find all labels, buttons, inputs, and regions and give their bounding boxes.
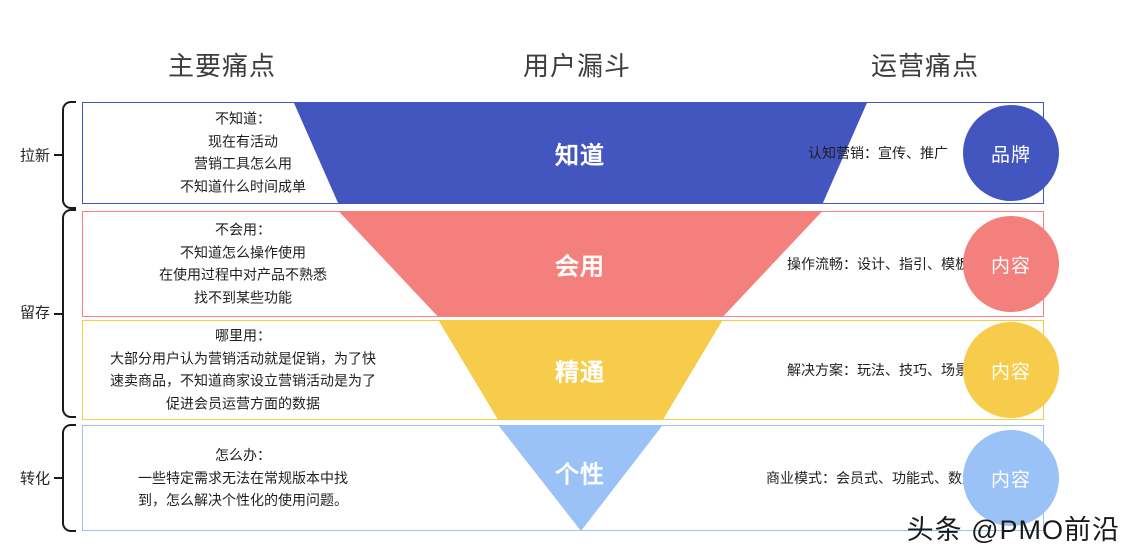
funnel-label-proficient: 精通 xyxy=(555,359,605,387)
row-clip-2: 哪里用： 大部分用户认为营销活动就是促销，为了快 速卖商品，不知道商家设立营销活… xyxy=(83,321,1043,419)
pain-text-personalized: 怎么办： 一些特定需求无法在常规版本中找 到，怎么解决个性化的使用问题。 xyxy=(93,444,393,512)
watermark: 头条 @PMO前沿 xyxy=(906,515,1120,545)
pain-title-2: 哪里用： xyxy=(215,327,271,344)
pain-line-2-0: 大部分用户认为营销活动就是促销，为了快 xyxy=(110,350,376,367)
row-clip-3: 怎么办： 一些特定需求无法在常规版本中找 到，怎么解决个性化的使用问题。 个性 … xyxy=(83,426,1043,530)
ops-text-proficient: 解决方案：玩法、技巧、场景 xyxy=(787,362,969,378)
pain-line-2-2: 促进会员运营方面的数据 xyxy=(166,395,320,412)
outcome-circle-content-3[interactable]: 内容 xyxy=(963,430,1059,526)
column-header-operations: 运营痛点 xyxy=(870,51,980,81)
funnel-segment-proficient xyxy=(83,321,1043,419)
brace-acquisition xyxy=(62,101,76,209)
pain-line-0-0: 现在有活动 xyxy=(208,133,278,150)
stage-group-label-retention: 留存 xyxy=(20,304,51,322)
funnel-row-proficient[interactable]: 哪里用： 大部分用户认为营销活动就是促销，为了快 速卖商品，不知道商家设立营销活… xyxy=(82,320,1059,420)
brace-retention xyxy=(62,209,76,418)
row-clip-1: 不会用： 不知道怎么操作使用 在使用过程中对产品不熟悉 找不到某些功能 会用 操… xyxy=(83,212,1043,316)
stage-group-label-conversion: 转化 xyxy=(20,470,51,488)
outcome-circle-label-0: 品牌 xyxy=(990,144,1031,166)
stage-group-label-acquisition: 拉新 xyxy=(20,147,51,165)
brace-conversion xyxy=(62,424,76,532)
column-header-user-funnel: 用户漏斗 xyxy=(522,51,632,81)
outcome-circle-content-1[interactable]: 内容 xyxy=(963,216,1059,312)
funnel-row-usable[interactable]: 不会用： 不知道怎么操作使用 在使用过程中对产品不熟悉 找不到某些功能 会用 操… xyxy=(82,211,1059,317)
pain-title-1: 不会用： xyxy=(215,221,271,238)
outcome-circle-label-3: 内容 xyxy=(990,469,1031,491)
column-header-pain-points: 主要痛点 xyxy=(167,51,277,81)
outcome-circle-label-2: 内容 xyxy=(990,361,1031,383)
funnel-segment-personalized xyxy=(83,426,1043,530)
pain-title-3: 怎么办： xyxy=(215,446,271,463)
funnel-label-usable: 会用 xyxy=(555,253,605,281)
funnel-row-aware[interactable]: 不知道： 现在有活动 营销工具怎么用 不知道什么时间成单 知道 认知营销：宣传、… xyxy=(82,102,1059,204)
pain-line-2-1: 速卖商品，不知道商家设立营销活动是为了 xyxy=(110,373,376,389)
funnel-segment-aware xyxy=(83,103,1043,203)
funnel-label-personalized: 个性 xyxy=(555,461,605,489)
pain-line-1-0: 不知道怎么操作使用 xyxy=(180,244,306,261)
ops-text-usable: 操作流畅：设计、指引、模板 xyxy=(787,256,969,272)
pain-text-proficient: 哪里用： 大部分用户认为营销活动就是促销，为了快 速卖商品，不知道商家设立营销活… xyxy=(93,325,393,416)
pain-text-usable: 不会用： 不知道怎么操作使用 在使用过程中对产品不熟悉 找不到某些功能 xyxy=(93,219,393,310)
row-clip-0: 不知道： 现在有活动 营销工具怎么用 不知道什么时间成单 知道 认知营销：宣传、… xyxy=(83,103,1043,203)
funnel-label-aware: 知道 xyxy=(555,142,605,170)
funnel-segment-usable xyxy=(83,212,1043,316)
ops-text-aware: 认知营销：宣传、推广 xyxy=(808,145,948,161)
outcome-circle-label-1: 内容 xyxy=(990,255,1031,277)
pain-line-3-0: 一些特定需求无法在常规版本中找 xyxy=(138,469,348,486)
pain-line-1-2: 找不到某些功能 xyxy=(194,289,292,306)
pain-line-1-1: 在使用过程中对产品不熟悉 xyxy=(159,267,327,283)
pain-line-3-1: 到，怎么解决个性化的使用问题。 xyxy=(138,492,348,509)
pain-line-0-1: 营销工具怎么用 xyxy=(194,156,292,172)
ops-text-personalized: 商业模式：会员式、功能式、数量式 xyxy=(766,470,990,486)
pain-line-0-2: 不知道什么时间成单 xyxy=(180,178,306,195)
pain-title-0: 不知道： xyxy=(215,110,271,127)
funnel-row-personalized[interactable]: 怎么办： 一些特定需求无法在常规版本中找 到，怎么解决个性化的使用问题。 个性 … xyxy=(82,425,1059,531)
pain-text-aware: 不知道： 现在有活动 营销工具怎么用 不知道什么时间成单 xyxy=(93,108,393,199)
outcome-circle-content-2[interactable]: 内容 xyxy=(963,322,1059,418)
outcome-circle-brand[interactable]: 品牌 xyxy=(963,105,1059,201)
